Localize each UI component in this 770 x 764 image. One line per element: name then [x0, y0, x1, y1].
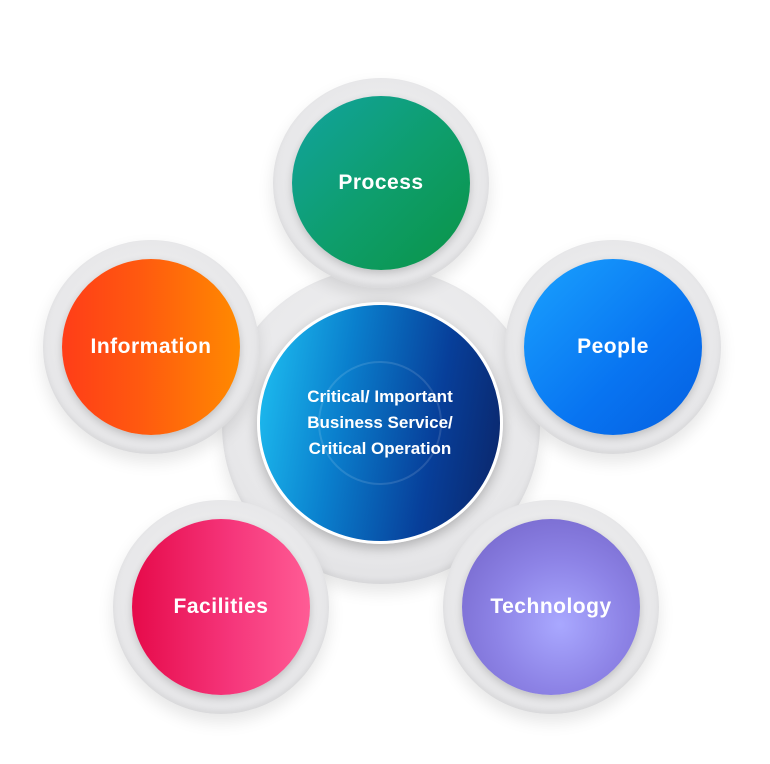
center-hub-label: Critical/ Important Business Service/ Cr…	[307, 384, 453, 462]
people-node: People	[524, 259, 702, 435]
technology-label: Technology	[490, 595, 612, 618]
information-label: Information	[90, 335, 212, 358]
technology-node: Technology	[462, 519, 640, 695]
process-node: Process	[292, 96, 470, 270]
process-label: Process	[338, 171, 424, 194]
people-label: People	[577, 335, 649, 358]
facilities-label: Facilities	[173, 595, 269, 618]
center-hub-line-2: Business Service/	[307, 413, 453, 432]
center-hub-line-1: Critical/ Important	[307, 387, 453, 406]
center-hub: Critical/ Important Business Service/ Cr…	[257, 302, 503, 544]
center-hub-line-3: Critical Operation	[308, 439, 452, 458]
information-node: Information	[62, 259, 240, 435]
facilities-node: Facilities	[132, 519, 310, 695]
